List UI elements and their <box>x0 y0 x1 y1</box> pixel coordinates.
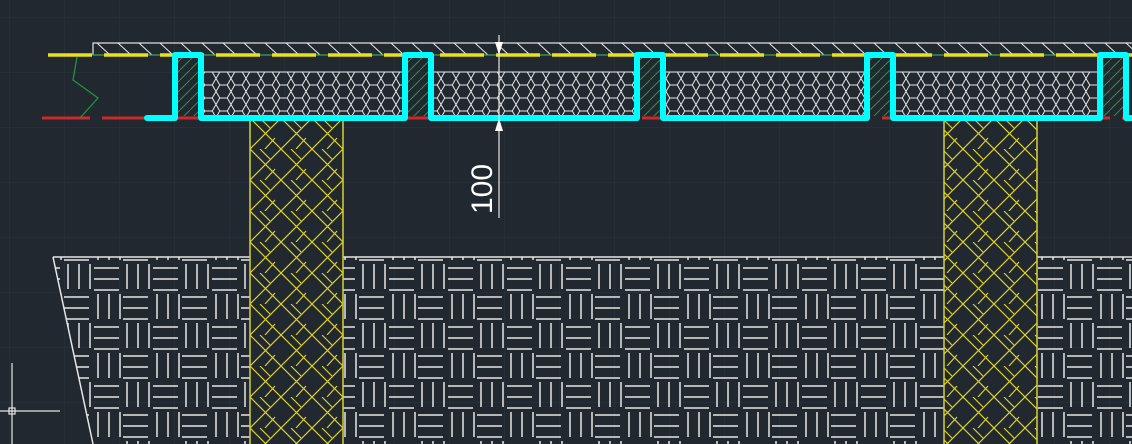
dimension-100[interactable]: 100 <box>466 35 503 218</box>
column-right <box>943 117 1038 444</box>
top-slab <box>92 42 1132 56</box>
steel-profile[interactable] <box>144 52 1132 121</box>
dimension-label: 100 <box>466 164 499 214</box>
dimension-arrow-top <box>495 42 503 55</box>
dimension-arrow-bottom <box>495 118 503 131</box>
honeycomb-panels <box>200 71 1101 119</box>
tube-hatch <box>178 58 1123 116</box>
ucs-icon <box>0 363 60 444</box>
break-line <box>72 56 99 119</box>
column-left <box>249 117 344 444</box>
